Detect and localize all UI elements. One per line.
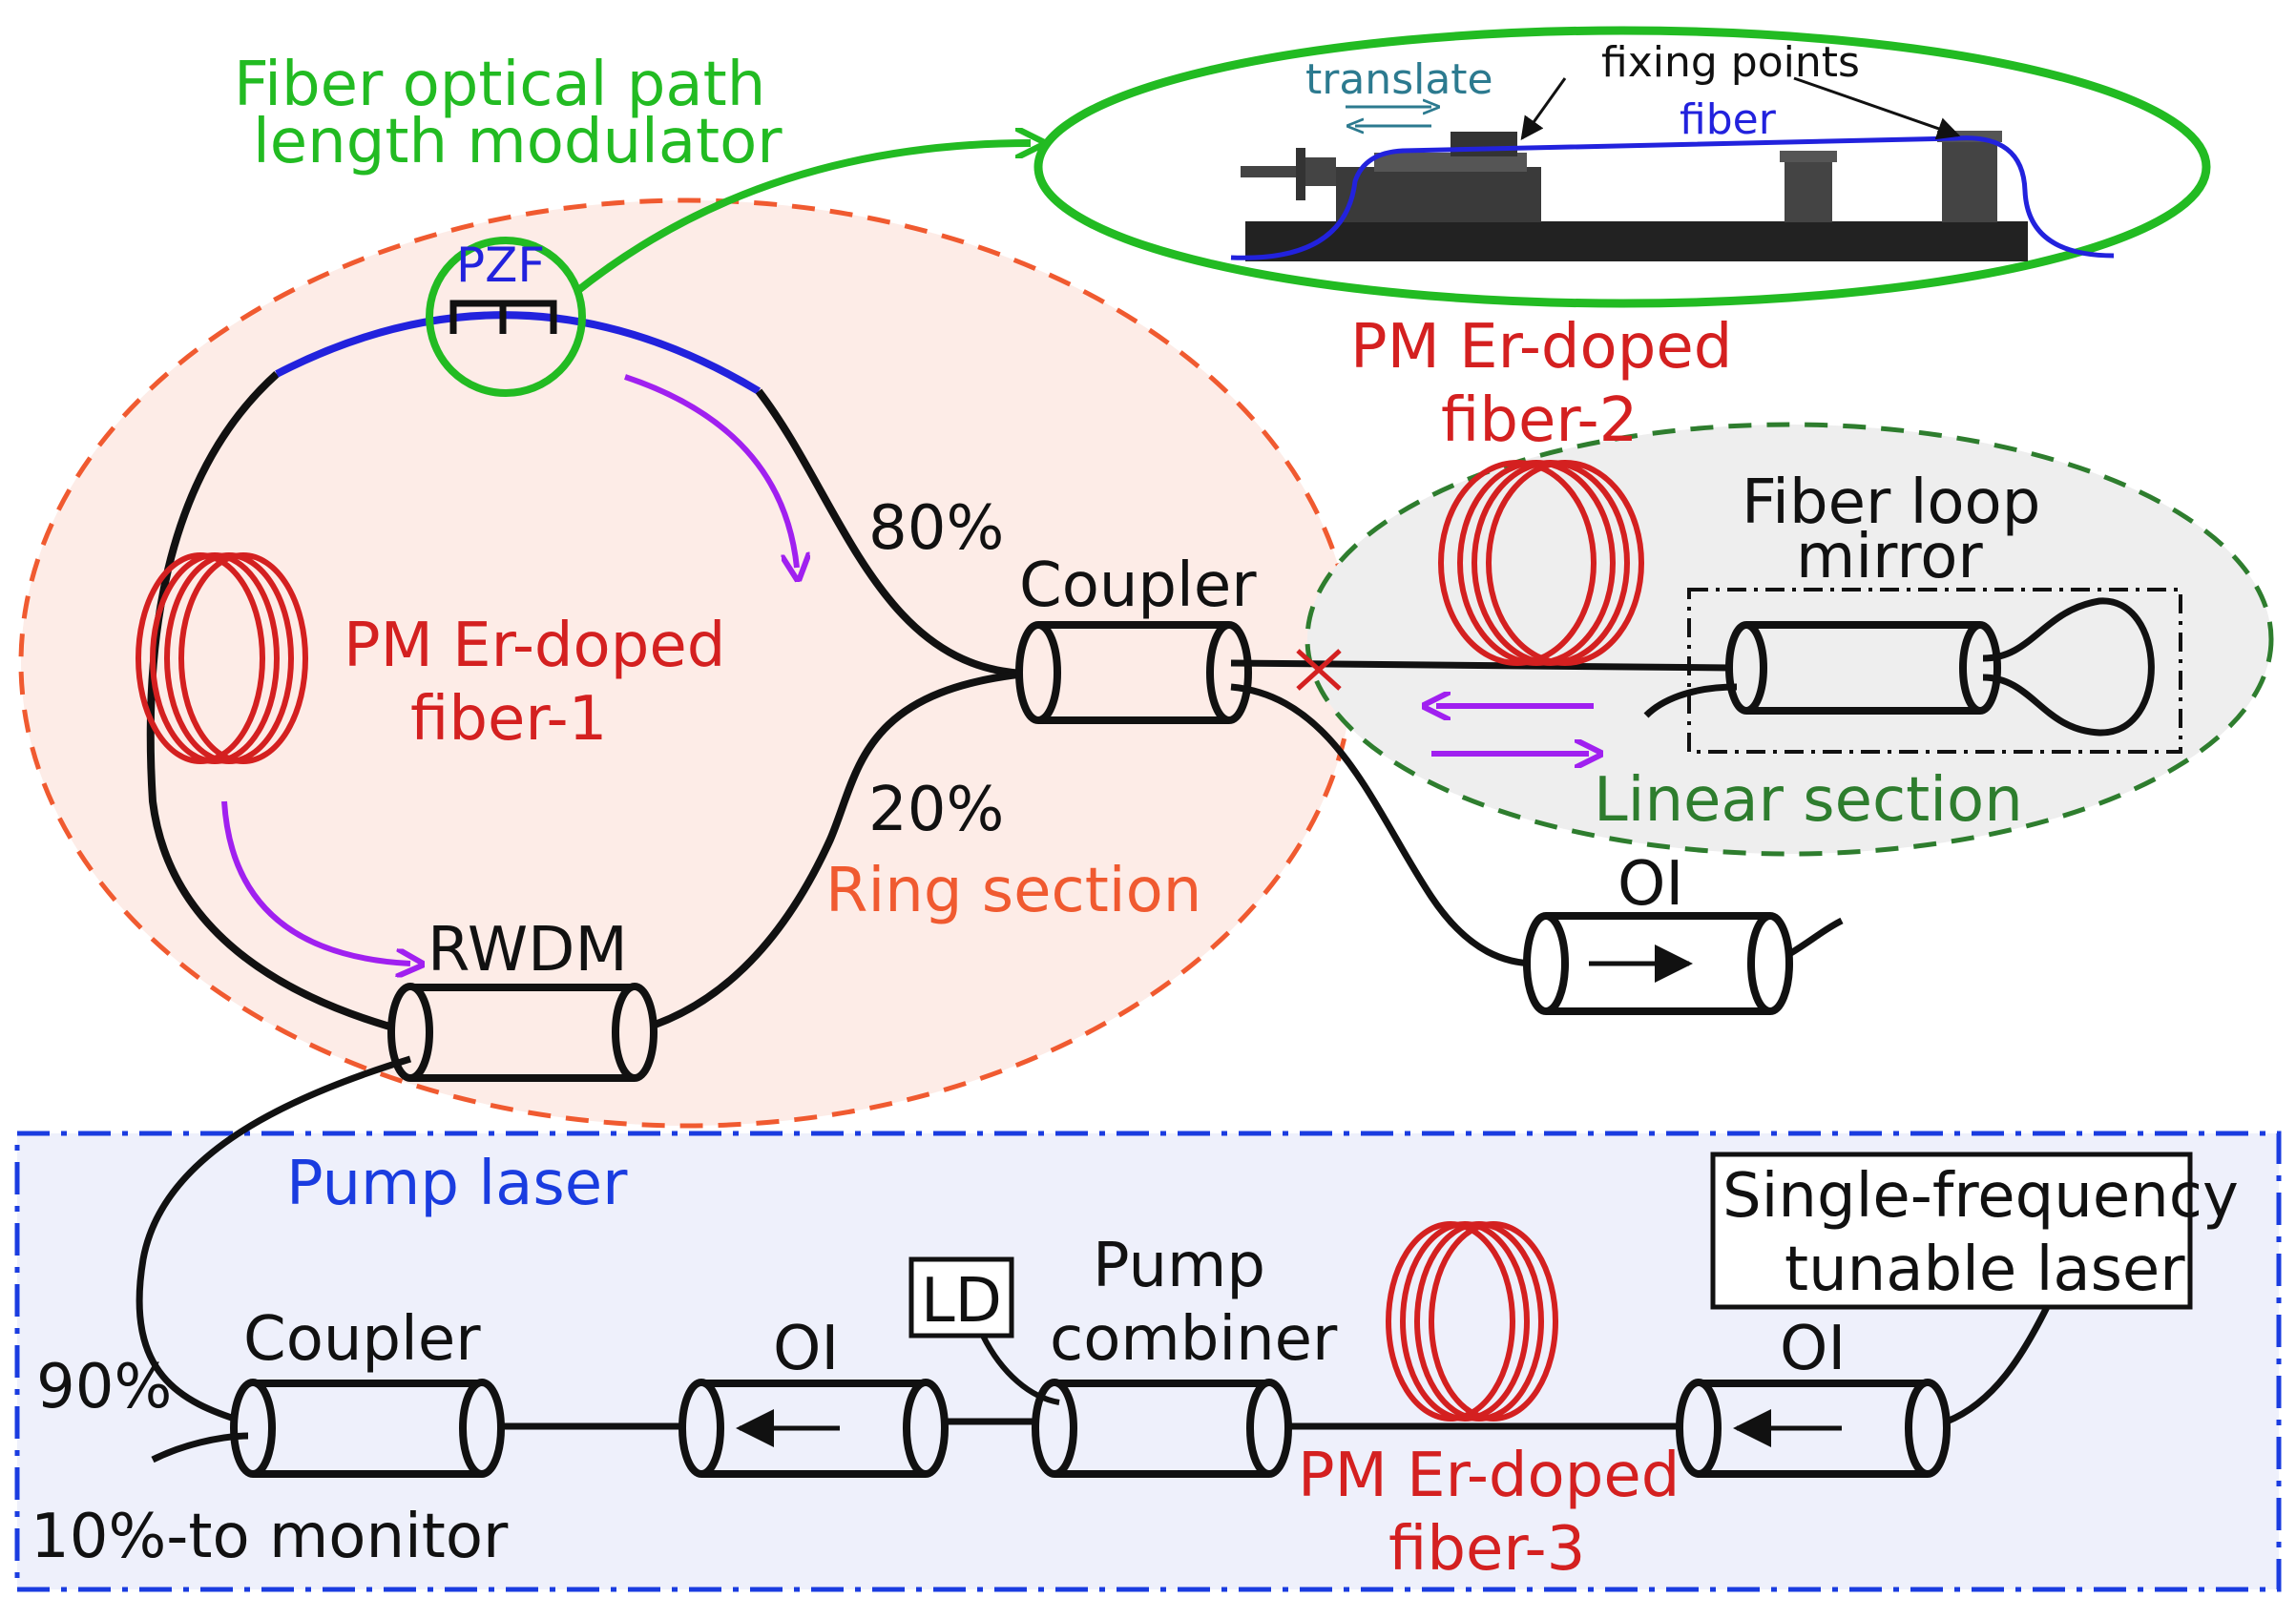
rwdm-label: RWDM xyxy=(428,915,628,986)
pct20-label: 20% xyxy=(868,775,1004,845)
edf3-label-line1: PM Er-doped xyxy=(1298,1441,1680,1511)
edf1-coil xyxy=(136,552,308,764)
pct80-label: 80% xyxy=(868,493,1004,564)
oi-pump-mid-symbol xyxy=(678,1379,949,1478)
pump-laser-label: Pump laser xyxy=(286,1149,628,1219)
rwdm-to-pump-coupler-fiber xyxy=(136,1055,412,1425)
ld-box xyxy=(908,1256,1014,1339)
edf1-label-line1: PM Er-doped xyxy=(344,611,725,681)
edf2-coil xyxy=(1438,460,1644,666)
edf3-label-line2: fiber-3 xyxy=(1388,1514,1585,1585)
pump-combiner-symbol xyxy=(1032,1379,1292,1478)
translate-label: translate xyxy=(1305,55,1493,104)
edf2-label-line2: fiber-2 xyxy=(1441,385,1638,456)
edf2-label-line1: PM Er-doped xyxy=(1350,312,1732,383)
tunable-laser-fiber xyxy=(1945,1305,2051,1425)
fiber-loop-label-line1: Fiber loop xyxy=(1742,467,2040,538)
ld-label: LD xyxy=(921,1266,1002,1337)
pump-combiner-label-line2: combiner xyxy=(1050,1304,1338,1375)
oi-output-label: OI xyxy=(1618,849,1683,920)
rwdm-symbol xyxy=(387,983,657,1082)
ring-section-label: Ring section xyxy=(825,856,1201,926)
oi-output-symbol xyxy=(1523,912,1793,1015)
pump-combiner-label-line1: Pump xyxy=(1093,1231,1265,1301)
ring-fiber-pzf-section xyxy=(275,311,762,395)
fiber-loop-mirror-tail xyxy=(1643,683,1738,718)
single-freq-laser-box xyxy=(1710,1152,2193,1310)
linear-section-region xyxy=(1305,422,2274,857)
ld-fiber xyxy=(980,1334,1060,1405)
edf1-label-line2: fiber-1 xyxy=(410,684,607,755)
oi-output-tail xyxy=(1787,917,1844,958)
linear-section-label: Linear section xyxy=(1594,765,2023,836)
single-freq-label-line2: tunable laser xyxy=(1785,1235,2185,1305)
monitor-fiber xyxy=(151,1432,249,1463)
ring-fiber-80-branch xyxy=(755,388,1027,677)
oi-pump-right-symbol xyxy=(1676,1379,1951,1478)
coupler-top-label: Coupler xyxy=(1019,550,1257,621)
coupler-top-symbol xyxy=(1015,621,1252,724)
pct10-monitor-label: 10%-to monitor xyxy=(31,1502,509,1572)
modulator-zoom-arrow xyxy=(574,143,1031,295)
fiber-loop-label-line2: mirror xyxy=(1796,522,1983,592)
pzf-element xyxy=(426,237,586,397)
coupler-bottom-label: Coupler xyxy=(243,1304,481,1375)
fiber-loop-mirror-box xyxy=(1687,588,2182,754)
fixing-points-label: fixing points xyxy=(1601,38,1860,87)
fixing-point-arrow-2 xyxy=(1793,76,1961,140)
ring-direction-arrow-top xyxy=(624,374,797,568)
single-freq-label-line1: Single-frequency xyxy=(1722,1161,2239,1232)
ring-direction-arrow-left xyxy=(221,800,410,964)
fixing-point-arrow-1 xyxy=(1520,77,1567,140)
edf3-coil xyxy=(1386,1221,1558,1422)
fiber-loop-mirror-coupler xyxy=(1725,621,2001,715)
modulator-fiber xyxy=(1230,135,2115,260)
modulator-title-line2: length modulator xyxy=(253,107,783,177)
fiber-loop xyxy=(1982,597,2155,737)
ring-fiber-20-branch xyxy=(629,670,1027,1036)
modulator-stage-drawing xyxy=(1241,131,2028,261)
fiber-label: fiber xyxy=(1680,95,1777,144)
modulator-title-line1: Fiber optical path xyxy=(234,50,765,120)
linear-fiber-to-oi xyxy=(1230,683,1537,967)
linear-fiber-top xyxy=(1230,659,1733,672)
splice-cross xyxy=(1296,649,1342,691)
ring-fiber-left xyxy=(146,371,412,1036)
oi-pump-mid-label: OI xyxy=(773,1314,839,1384)
pzf-label: PZF xyxy=(456,238,545,293)
pct90-label: 90% xyxy=(36,1352,172,1422)
oi-pump-right-label: OI xyxy=(1780,1314,1846,1384)
